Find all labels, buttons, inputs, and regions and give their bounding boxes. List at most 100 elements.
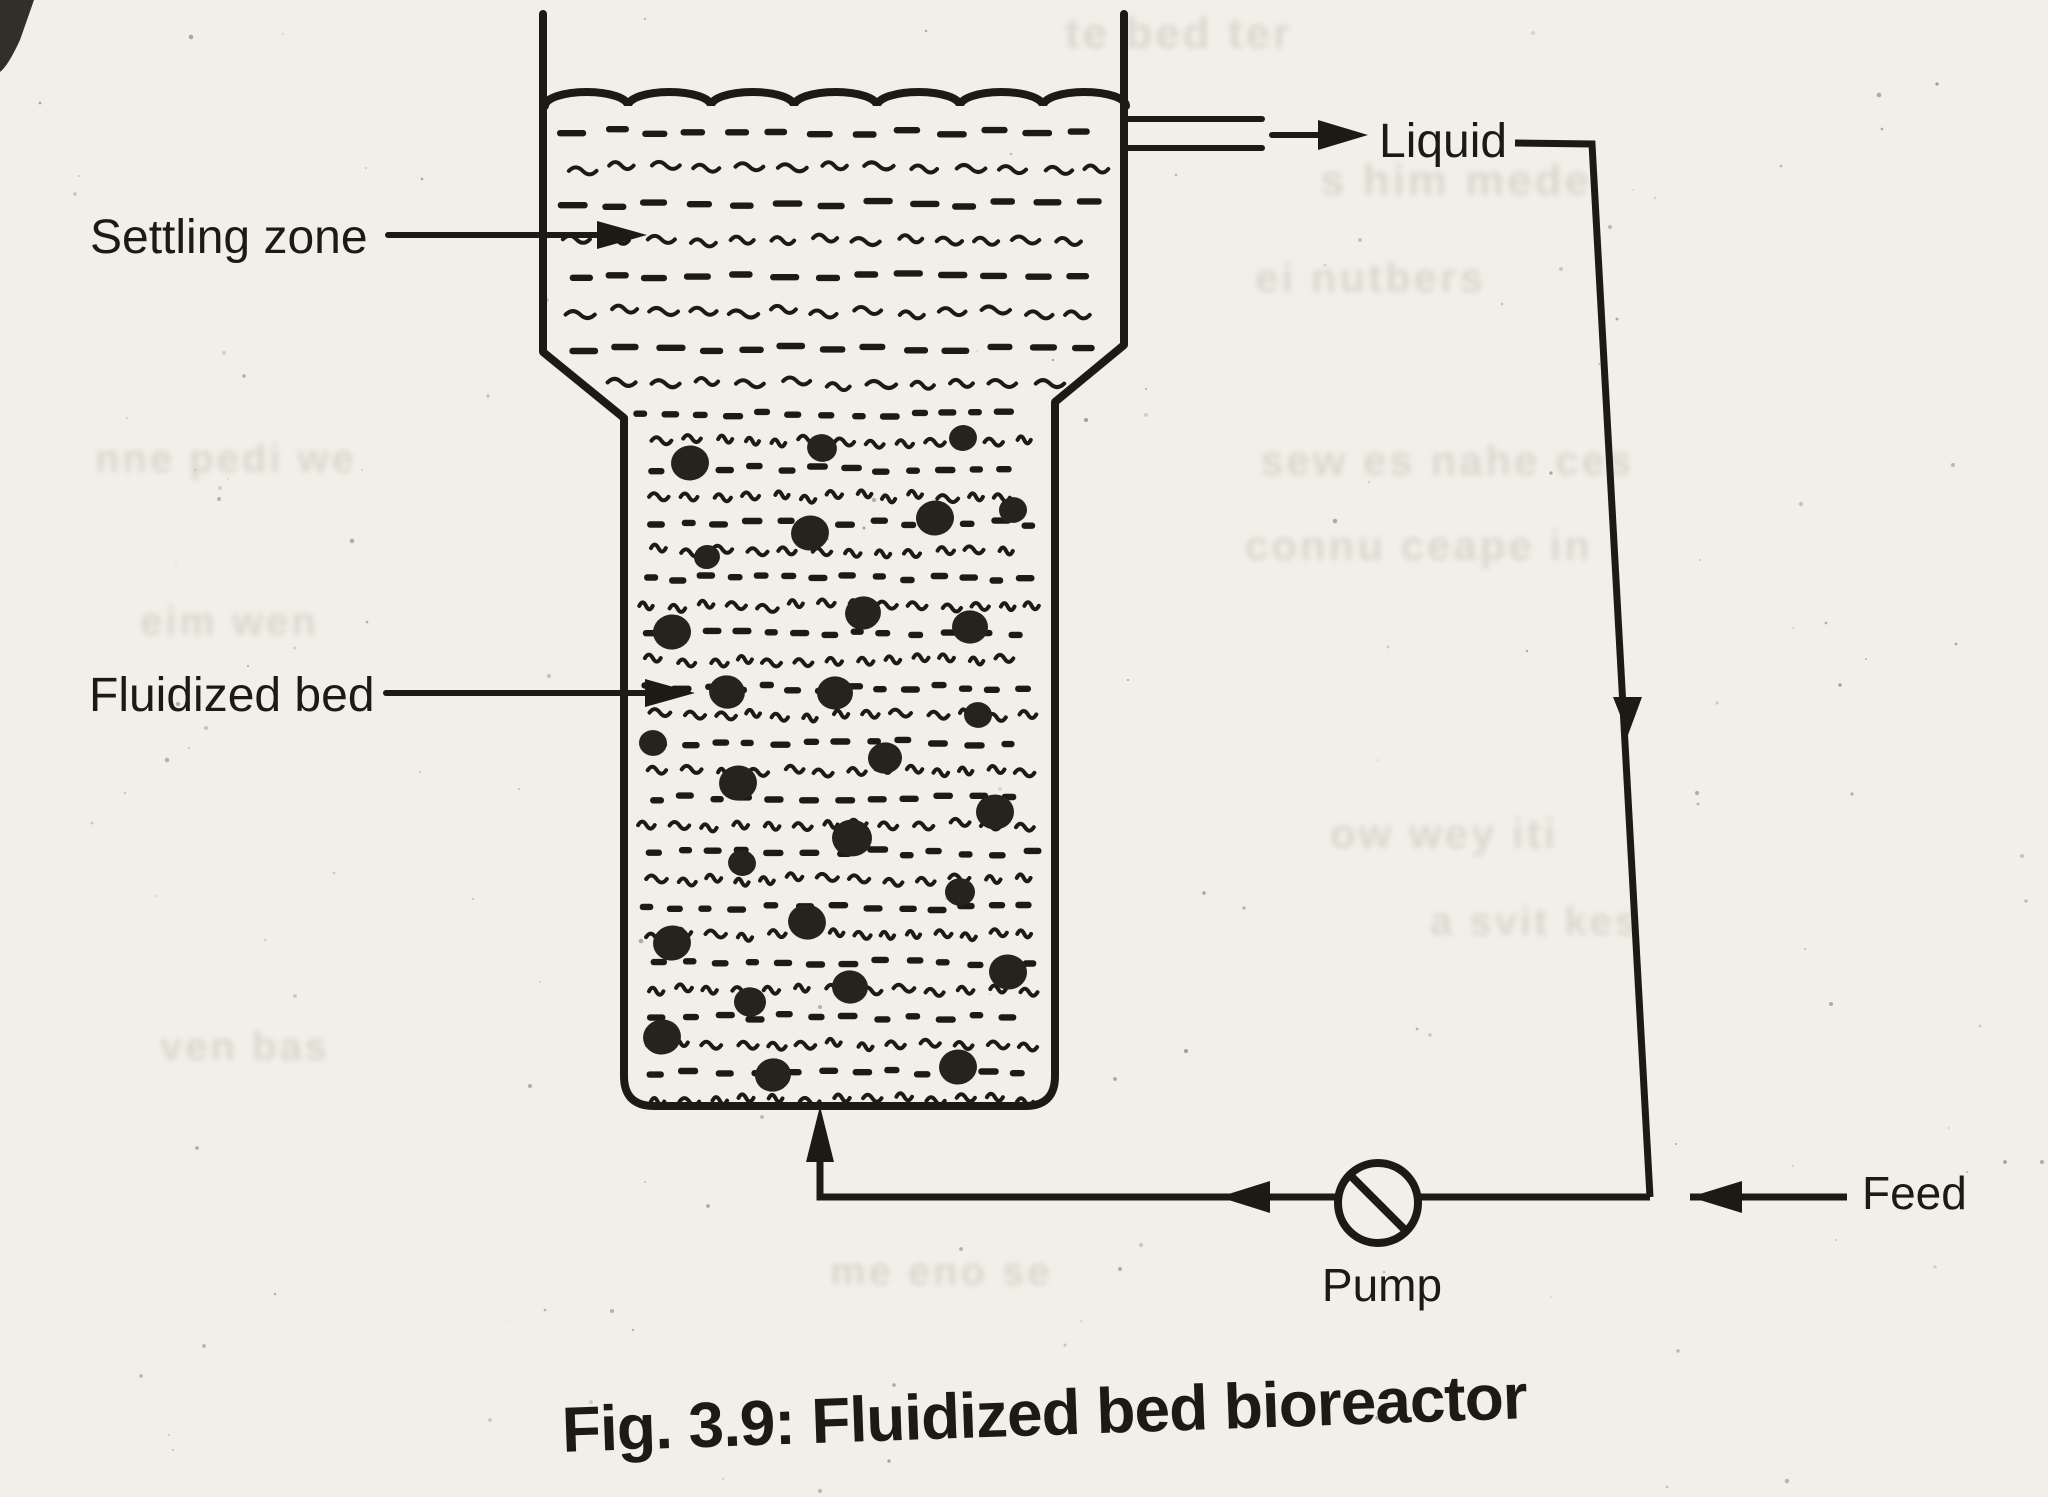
liquid-dash	[952, 203, 977, 210]
liquid-dash	[640, 199, 668, 206]
bed-particle	[949, 425, 977, 451]
scan-speck	[609, 1308, 615, 1314]
liquid-squiggle	[986, 764, 1007, 775]
scan-speck	[1607, 224, 1613, 230]
scan-speck	[1798, 501, 1804, 507]
scan-speck	[1933, 1265, 1937, 1269]
liquid-dash	[741, 517, 763, 525]
liquid-squiggle	[824, 381, 852, 393]
liquid-squiggle	[909, 379, 936, 391]
scan-speck	[1715, 701, 1719, 705]
liquid-squiggle	[846, 766, 868, 777]
liquid-dash	[875, 630, 891, 637]
liquid-squiggle	[726, 308, 761, 320]
scan-speck	[187, 746, 191, 750]
liquid-dash	[894, 736, 912, 744]
liquid-dash	[772, 200, 803, 207]
liquid-squiggle	[888, 707, 913, 719]
liquid-squiggle	[710, 543, 735, 555]
liquid-dash	[815, 274, 841, 282]
liquid-dash	[854, 271, 879, 278]
liquid-squiggle	[897, 309, 926, 321]
bed-particle	[728, 850, 756, 876]
scan-speck	[1375, 1416, 1379, 1420]
scan-speck	[1323, 263, 1327, 267]
scan-speck	[1792, 1165, 1794, 1167]
scan-speck	[1935, 82, 1939, 86]
liquid-dash	[988, 852, 1006, 859]
bleedthrough-text: ei nutbers	[1255, 254, 1486, 301]
liquid-dash	[906, 467, 920, 474]
liquid-squiggle	[647, 707, 673, 719]
liquid-squiggle	[984, 1091, 1005, 1103]
liquid-dash	[910, 200, 940, 208]
liquid-squiggle	[847, 873, 872, 885]
liquid-dash	[893, 270, 923, 277]
liquid-squiggle	[773, 489, 791, 501]
scan-speck	[1784, 1478, 1790, 1484]
scan-speck	[518, 788, 520, 790]
bed-particle	[832, 970, 868, 1004]
liquid-squiggle	[986, 378, 1019, 389]
liquid-dash	[806, 131, 833, 138]
liquid-squiggle	[1012, 767, 1037, 779]
liquid-squiggle	[1018, 986, 1040, 998]
liquid-squiggle	[699, 1039, 724, 1051]
liquid-dash	[893, 127, 921, 134]
bed-particle	[719, 765, 757, 801]
liquid-dash	[989, 577, 1004, 584]
bleedthrough-text: connu ceape in	[1245, 522, 1593, 569]
liquid-dash	[904, 347, 929, 354]
bed-particle	[788, 904, 826, 940]
liquid-dash	[969, 792, 989, 799]
scan-speck	[221, 350, 227, 356]
liquid-dash	[661, 411, 680, 418]
bed-particle	[817, 676, 853, 710]
scan-speck	[817, 1488, 823, 1494]
liquid-squiggle	[1017, 709, 1039, 720]
scan-speck	[1332, 518, 1338, 524]
liquid-dash	[1015, 901, 1032, 909]
scan-speck	[1615, 317, 1619, 321]
liquid-squiggle	[883, 654, 903, 666]
scan-speck	[1549, 471, 1553, 475]
liquid-squiggle	[1015, 928, 1034, 940]
scan-speck	[1202, 891, 1206, 895]
liquid-squiggle	[979, 304, 1012, 316]
recycle-downcomer-pipe	[1514, 139, 1654, 1198]
bed-particle	[832, 819, 872, 857]
liquid-dash	[958, 685, 973, 692]
liquid-squiggle	[926, 709, 951, 721]
liquid-squiggle	[1024, 309, 1055, 321]
liquid-squiggle	[775, 162, 809, 174]
liquid-dash	[727, 574, 743, 581]
liquid-dash	[874, 1016, 891, 1023]
liquid-squiggle	[699, 822, 719, 834]
liquid-dash	[987, 343, 1013, 351]
scan-speck	[123, 791, 127, 795]
liquid-squiggle	[740, 490, 761, 502]
liquid-dash	[870, 517, 888, 524]
fluidized-bed-particles	[639, 425, 1027, 1092]
liquid-squiggle	[864, 379, 899, 390]
scan-speck	[488, 1418, 492, 1422]
scan-corner-artifact	[0, 0, 34, 72]
bleedthrough-text: s him mede	[1320, 156, 1592, 205]
liquid-squiggle	[875, 599, 899, 611]
liquid-squiggle	[769, 711, 790, 723]
liquid-squiggle	[693, 376, 721, 387]
liquid-squiggle	[988, 927, 1009, 939]
liquid-dash	[872, 573, 886, 580]
liquid-squiggle	[852, 305, 884, 316]
liquid-dash	[1015, 685, 1031, 692]
liquid-dash	[808, 574, 828, 582]
liquid-squiggle	[767, 928, 788, 940]
liquid-dash	[710, 796, 724, 803]
liquid-dash	[925, 847, 942, 855]
scan-speck	[281, 32, 285, 36]
liquid-squiggle	[843, 547, 863, 559]
scan-speck	[1386, 645, 1390, 649]
liquid-squiggle	[716, 433, 735, 445]
liquid-dash	[790, 629, 810, 637]
